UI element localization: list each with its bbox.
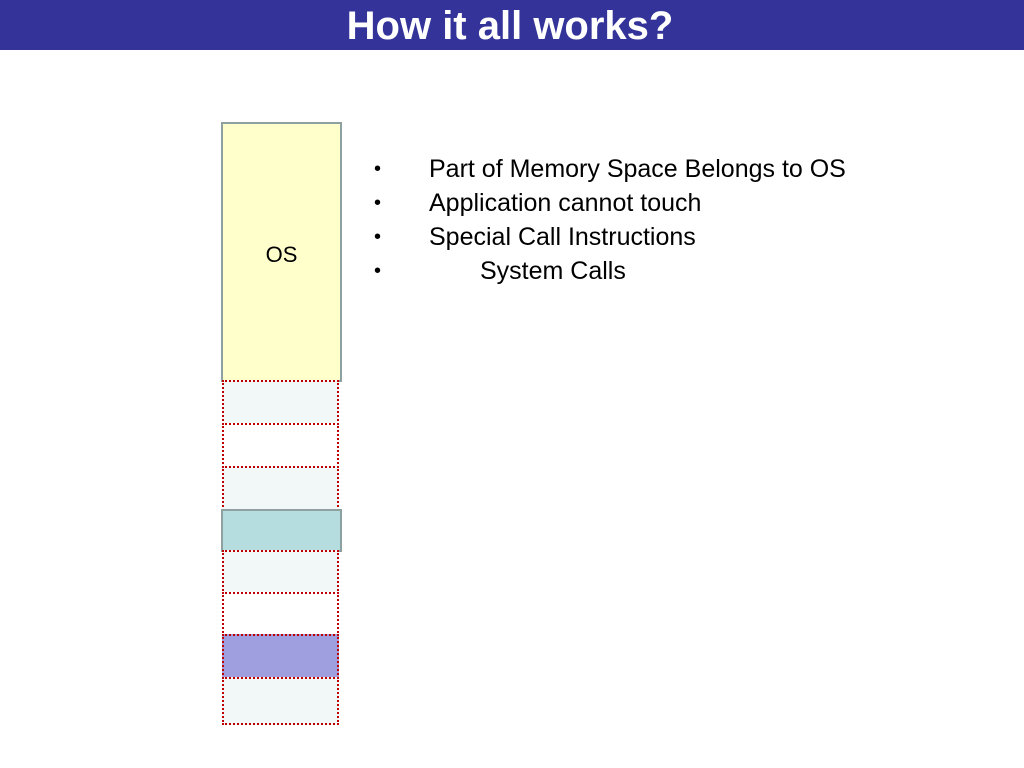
memory-block-3: [222, 466, 339, 511]
memory-block-1: [222, 380, 339, 425]
memory-block-8: [222, 677, 339, 725]
bullet-text: Application cannot touch: [429, 189, 702, 217]
memory-block-6: [222, 592, 339, 636]
bullet-text: Part of Memory Space Belongs to OS: [429, 155, 846, 183]
title-bar: How it all works?: [0, 0, 1024, 50]
bullet-dot-icon: •: [374, 192, 382, 214]
memory-block-4: [221, 509, 342, 552]
os-label: OS: [265, 242, 298, 267]
bullet-dot-icon: •: [374, 158, 382, 180]
slide-title-text: How it all works?: [346, 4, 674, 48]
memory-block-7: [222, 634, 339, 679]
bullet-dot-icon: •: [374, 260, 382, 282]
bullet-dot-icon: •: [374, 226, 382, 248]
bullet-text: System Calls: [480, 257, 626, 285]
memory-block-2: [222, 423, 339, 468]
os-memory-block: OS: [221, 122, 342, 382]
memory-block-5: [222, 550, 339, 594]
slide-title: How it all works?: [0, 2, 1024, 50]
bullet-text: Special Call Instructions: [429, 223, 696, 251]
